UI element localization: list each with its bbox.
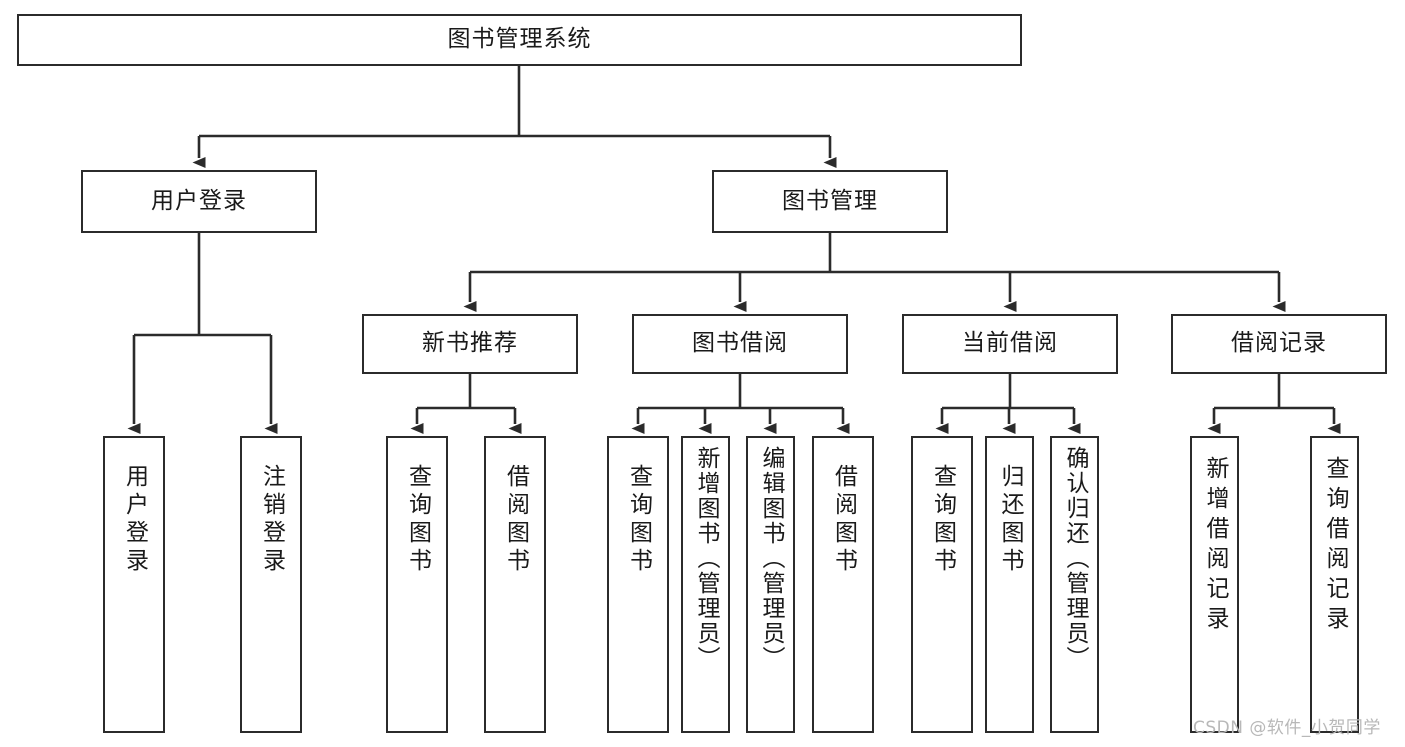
node-label: 图书管理系统 [447, 26, 592, 53]
node-label: 用户登录 [151, 187, 247, 214]
node-leaf-confirm-return[interactable]: 确认归还（管理员） [1050, 436, 1099, 733]
node-label: 新增借阅记录 [1202, 456, 1228, 636]
node-label: 图书管理 [782, 187, 878, 214]
node-book-borrow[interactable]: 图书借阅 [632, 314, 848, 374]
node-leaf-edit-book[interactable]: 编辑图书（管理员） [746, 436, 795, 733]
node-label: 查询图书 [929, 464, 956, 576]
node-leaf-query-record[interactable]: 查询借阅记录 [1310, 436, 1359, 733]
node-label: 新增图书（管理员） [693, 446, 719, 671]
node-label: 注销登录 [258, 464, 285, 576]
node-leaf-user-logout[interactable]: 注销登录 [240, 436, 302, 733]
node-label: 确认归还（管理员） [1062, 446, 1088, 671]
node-leaf-return-book[interactable]: 归还图书 [985, 436, 1034, 733]
node-label: 归还图书 [997, 464, 1023, 576]
node-label: 编辑图书（管理员） [758, 446, 784, 671]
node-label: 用户登录 [121, 464, 148, 576]
node-current-borrow[interactable]: 当前借阅 [902, 314, 1118, 374]
node-book-manage[interactable]: 图书管理 [712, 170, 948, 233]
node-label: 查询图书 [625, 464, 652, 576]
node-label: 借阅图书 [502, 464, 529, 576]
node-borrow-record[interactable]: 借阅记录 [1171, 314, 1387, 374]
node-label: 借阅图书 [830, 464, 857, 576]
node-label: 查询借阅记录 [1322, 456, 1348, 636]
node-label: 图书借阅 [692, 330, 788, 357]
node-leaf-query-book-3[interactable]: 查询图书 [911, 436, 973, 733]
node-label: 新书推荐 [422, 330, 518, 357]
node-user-login[interactable]: 用户登录 [81, 170, 317, 233]
node-new-book-recommend[interactable]: 新书推荐 [362, 314, 578, 374]
node-leaf-query-book-1[interactable]: 查询图书 [386, 436, 448, 733]
node-label: 借阅记录 [1231, 330, 1327, 357]
node-leaf-user-login[interactable]: 用户登录 [103, 436, 165, 733]
node-leaf-borrow-book-2[interactable]: 借阅图书 [812, 436, 874, 733]
node-leaf-query-book-2[interactable]: 查询图书 [607, 436, 669, 733]
node-label: 当前借阅 [962, 330, 1058, 357]
node-label: 查询图书 [404, 464, 431, 576]
node-leaf-add-record[interactable]: 新增借阅记录 [1190, 436, 1239, 733]
node-leaf-add-book[interactable]: 新增图书（管理员） [681, 436, 730, 733]
csdn-watermark: CSDN @软件_小贺同学 [1193, 718, 1381, 738]
node-leaf-borrow-book-1[interactable]: 借阅图书 [484, 436, 546, 733]
node-root-system[interactable]: 图书管理系统 [17, 14, 1022, 66]
